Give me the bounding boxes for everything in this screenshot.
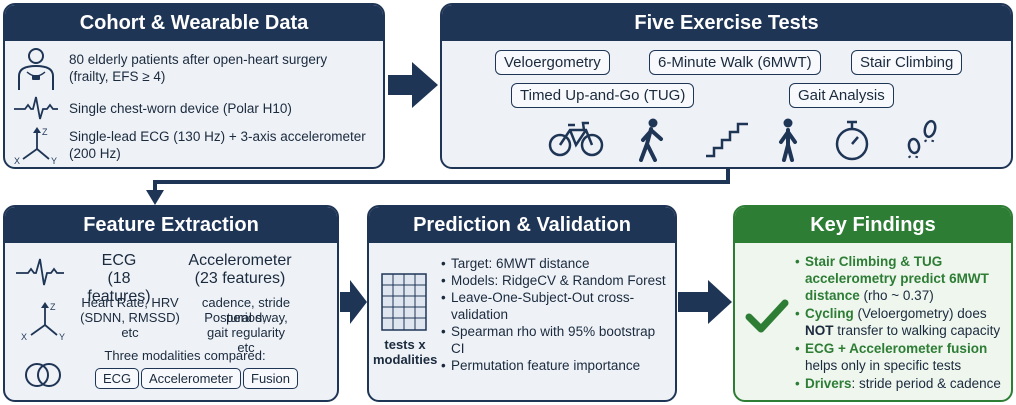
features-title: Feature Extraction	[5, 207, 337, 243]
axis-y-label: Y	[59, 332, 65, 341]
grid-label-line1: tests x	[384, 337, 426, 352]
finding-item: ECG + Accelerometer fusion helps only in…	[795, 340, 1005, 374]
arrow-tests-to-features	[146, 168, 730, 205]
ecg-desc-line2: (SDNN, RMSSD)	[80, 310, 180, 325]
bicycle-icon	[548, 121, 604, 157]
ecg-wave-icon	[14, 96, 58, 120]
ecg-wave-icon	[16, 258, 64, 286]
cohort-panel: Cohort & Wearable Data 80 elderly patien…	[3, 3, 385, 169]
ecg-desc-line1: Heart Rate, HRV	[81, 295, 179, 310]
grid-label-line2: modalities	[373, 352, 438, 367]
sensor-row: Z X Y Single-lead ECG (130 Hz) + 3-axis …	[13, 125, 366, 165]
acc-desc-line4: etc	[237, 340, 255, 355]
arrow-prediction-to-findings	[678, 280, 732, 324]
axis-z-label: Z	[42, 127, 48, 137]
acc-title: Accelerometer	[188, 252, 292, 269]
test-6mwt: 6-Minute Walk (6MWT)	[649, 50, 821, 75]
acc-count: (23 features)	[194, 270, 286, 287]
axis-y-label: Y	[51, 156, 57, 165]
test-gait-analysis: Gait Analysis	[789, 83, 894, 108]
patients-line1: 80 elderly patients after open-heart sur…	[69, 52, 328, 67]
axis-z-label: Z	[50, 302, 56, 312]
finding-4-bold: Drivers	[805, 376, 852, 391]
ecg-desc-line3: etc	[121, 325, 139, 340]
acc-desc-line2: Postural sway,	[204, 310, 288, 325]
test-veloergometry: Veloergometry	[495, 50, 610, 75]
walking-person-icon	[639, 118, 663, 162]
finding-2-bold: Cycling	[805, 306, 854, 321]
findings-panel: Key Findings Stair Climbing & TUG accele…	[733, 205, 1013, 402]
finding-item: Stair Climbing & TUG accelerometry predi…	[795, 253, 1005, 304]
finding-2-mid: (Veloergometry) does	[853, 306, 987, 321]
grid-icon	[381, 273, 427, 331]
prediction-bullet: Models: RidgeCV & Random Forest	[441, 272, 671, 289]
patients-line2: (frailty, EFS ≥ 4)	[69, 69, 166, 84]
finding-3-bold: ECG + Accelerometer fusion	[805, 341, 988, 356]
arrow-features-to-prediction	[340, 280, 367, 324]
test-tug: Timed Up-and-Go (TUG)	[511, 83, 695, 108]
modalities-caption: Three modalities compared:	[104, 348, 266, 363]
modality-fusion: Fusion	[243, 368, 299, 389]
prediction-bullet: Permutation feature importance	[441, 357, 671, 374]
findings-list: Stair Climbing & TUG accelerometry predi…	[795, 253, 1005, 393]
cohort-title: Cohort & Wearable Data	[5, 5, 383, 41]
footprints-icon	[907, 119, 937, 160]
prediction-panel: Prediction & Validation tests x modaliti…	[367, 205, 677, 402]
standing-person-icon	[779, 118, 797, 162]
stairs-icon	[706, 122, 748, 158]
finding-2-rest: transfer to walking capacity	[833, 323, 1001, 338]
ecg-count: (18 features)	[87, 270, 151, 305]
patient-icon	[18, 48, 54, 90]
modality-ecg: ECG	[95, 368, 140, 389]
device-row: Single chest-worn device (Polar H10)	[13, 95, 292, 121]
stopwatch-icon	[835, 120, 869, 161]
acc-desc-line3: gait regularity	[206, 325, 286, 340]
modality-accelerometer: Accelerometer	[141, 368, 241, 389]
finding-4-rest: : stride period & cadence	[851, 376, 1001, 391]
prediction-bullet: Leave-One-Subject-Out cross-validation	[441, 289, 671, 323]
sensor-line2: (200 Hz)	[69, 146, 121, 161]
device-text: Single chest-worn device (Polar H10)	[69, 100, 292, 116]
finding-3-rest: helps only in specific tests	[805, 358, 962, 373]
prediction-bullet: Target: 6MWT distance	[441, 255, 671, 272]
sensor-line1: Single-lead ECG (130 Hz) + 3-axis accele…	[69, 129, 366, 144]
features-panel: Feature Extraction ECG (18 features) Acc…	[3, 205, 339, 402]
test-stair-climbing: Stair Climbing	[851, 50, 963, 75]
finding-item: Drivers: stride period & cadence	[795, 375, 1005, 392]
finding-1-bold: Stair Climbing & TUG accelerometry predi…	[805, 254, 989, 303]
acc-desc-line1: cadence, stride period,	[201, 295, 291, 325]
prediction-bullet: Spearman rho with 95% bootstrap CI	[441, 323, 671, 357]
finding-item: Cycling (Veloergometry) does NOT transfe…	[795, 305, 1005, 339]
findings-title: Key Findings	[735, 207, 1011, 243]
axis-x-label: X	[14, 156, 20, 165]
prediction-title: Prediction & Validation	[369, 207, 675, 243]
patients-row: 80 elderly patients after open-heart sur…	[13, 46, 327, 90]
finding-1-rest: (rho ~ 0.37)	[859, 288, 934, 303]
axis-x-label: X	[21, 332, 27, 341]
arrow-cohort-to-tests	[388, 62, 438, 108]
fusion-venn-icon	[25, 363, 61, 387]
ecg-title: ECG	[101, 252, 137, 269]
checkmark-icon	[745, 299, 789, 333]
axes-icon: Z X Y	[21, 302, 65, 341]
axes-icon: Z X Y	[14, 127, 57, 165]
exercise-title: Five Exercise Tests	[442, 5, 1011, 41]
exercise-panel: Five Exercise Tests Veloergometry 6-Minu…	[440, 3, 1013, 169]
prediction-list: Target: 6MWT distance Models: RidgeCV & …	[441, 255, 671, 374]
finding-2-not: NOT	[805, 323, 834, 338]
